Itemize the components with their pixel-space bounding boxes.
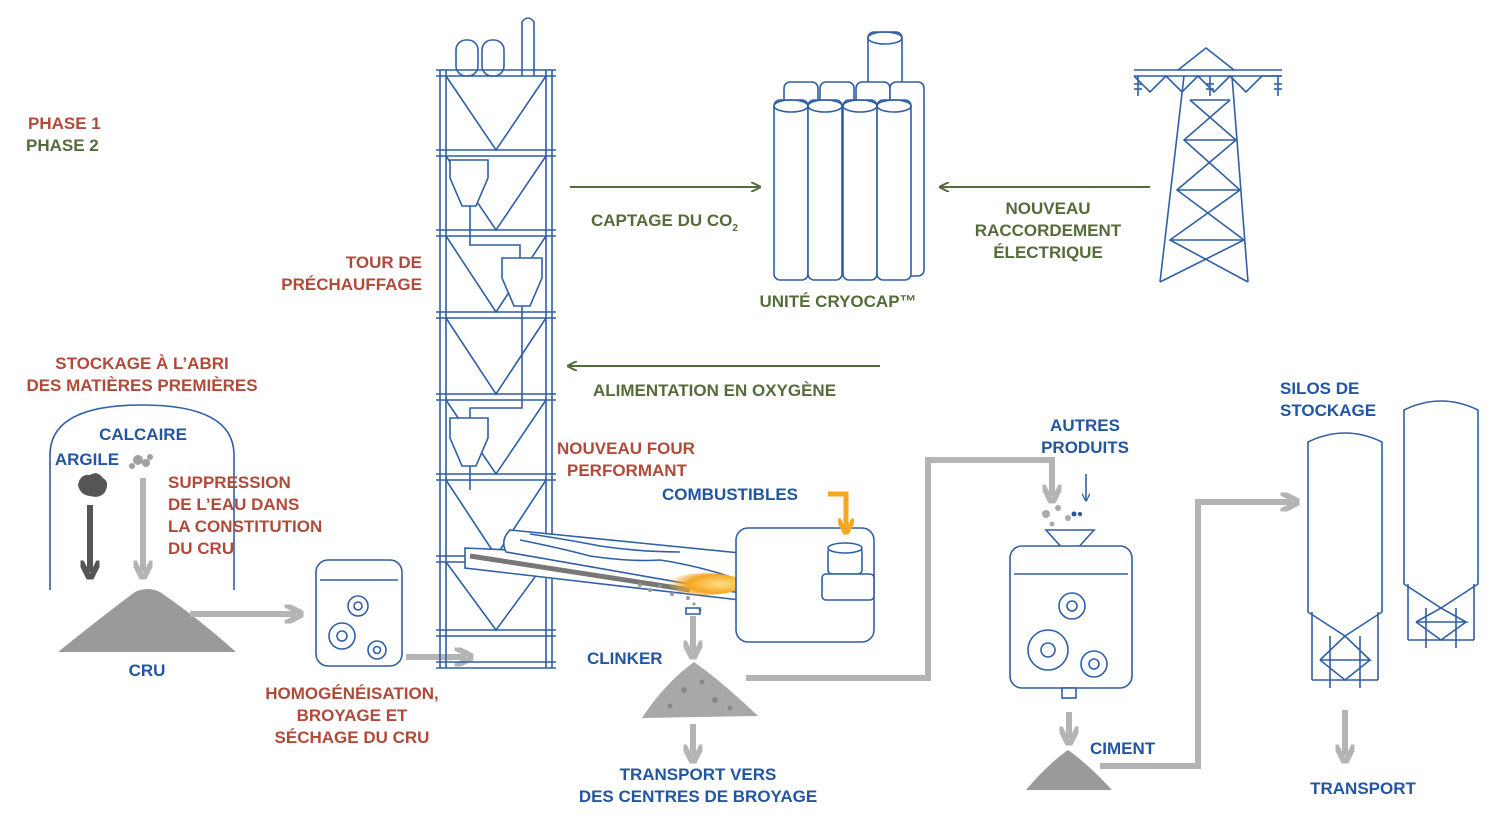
rotary-kiln	[464, 527, 875, 643]
power-label-line-3: ÉLECTRIQUE	[993, 243, 1103, 262]
fuels-label: COMBUSTIBLES	[662, 485, 798, 504]
water-label-line-4: DU CRU	[168, 539, 234, 558]
water-label-line-3: LA CONSTITUTION	[168, 517, 322, 536]
power-label-line-2: RACCORDEMENT	[975, 221, 1122, 240]
kiln-label-line-1: NOUVEAU FOUR	[557, 439, 695, 458]
homogenizer-gears-icon	[328, 595, 387, 660]
power-pylon-icon	[1133, 46, 1282, 283]
homog-label-line-3: SÉCHAGE DU CRU	[275, 728, 430, 747]
transport-grinding-label-line-2: DES CENTRES DE BROYAGE	[579, 787, 817, 806]
clay-label: ARGILE	[55, 450, 119, 469]
cryocap-unit	[773, 31, 925, 281]
co2-capture-label: CAPTAGE DU CO2	[591, 211, 738, 234]
other-products-label-line-1: AUTRES	[1050, 416, 1120, 435]
tower-label-line-1: TOUR DE	[346, 253, 422, 272]
storage-silo-1	[1307, 432, 1383, 688]
fuels-arrow	[828, 491, 846, 528]
transport-grinding-label-line-1: TRANSPORT VERS	[620, 765, 777, 784]
clinker-pile-icon	[642, 662, 758, 718]
storage-silo-2	[1403, 400, 1479, 648]
raw-label: CRU	[129, 661, 166, 680]
homog-label-line-2: BROYAGE ET	[297, 706, 408, 725]
storage-shed	[49, 404, 235, 590]
cement-mill-gears-icon	[1027, 592, 1108, 678]
water-label-line-2: DE L’EAU DANS	[168, 495, 299, 514]
cement-label: CIMENT	[1090, 739, 1156, 758]
silos-label-line-1: SILOS DE	[1280, 379, 1359, 398]
flame-icon	[667, 573, 743, 595]
homog-label-line-1: HOMOGÉNÉISATION,	[265, 684, 438, 703]
legend-phase-2: PHASE 2	[26, 136, 99, 155]
homogenizer-machine	[315, 559, 403, 667]
cement-to-silos-arrow	[1100, 502, 1292, 769]
other-products-label-line-2: PRODUITS	[1041, 438, 1129, 457]
legend-phase-1: PHASE 1	[28, 114, 101, 133]
kiln-label-line-2: PERFORMANT	[567, 461, 688, 480]
transport-label: TRANSPORT	[1310, 779, 1416, 798]
cryocap-label: UNITÉ CRYOCAP™	[759, 292, 916, 311]
silos-label-line-2: STOCKAGE	[1280, 401, 1376, 420]
limestone-label: CALCAIRE	[99, 425, 187, 444]
storage-label-line-1: STOCKAGE À L’ABRI	[55, 354, 228, 373]
tower-label-line-2: PRÉCHAUFFAGE	[281, 275, 422, 294]
cement-mill	[1009, 529, 1133, 699]
clay-rock-icon	[78, 473, 108, 497]
power-label-line-1: NOUVEAU	[1005, 199, 1090, 218]
raw-meal-pile-icon	[58, 589, 236, 652]
limestone-pebbles-icon	[129, 454, 153, 469]
storage-label-line-2: DES MATIÈRES PREMIÈRES	[26, 376, 257, 395]
cement-pile-icon	[1026, 750, 1112, 790]
water-label-line-1: SUPPRESSION	[168, 473, 291, 492]
oxygen-label: ALIMENTATION EN OXYGÈNE	[593, 381, 836, 400]
clinker-to-mill-route-arrow	[746, 457, 1052, 681]
clinker-label: CLINKER	[587, 649, 663, 668]
mill-input-particles-icon	[1042, 505, 1082, 527]
